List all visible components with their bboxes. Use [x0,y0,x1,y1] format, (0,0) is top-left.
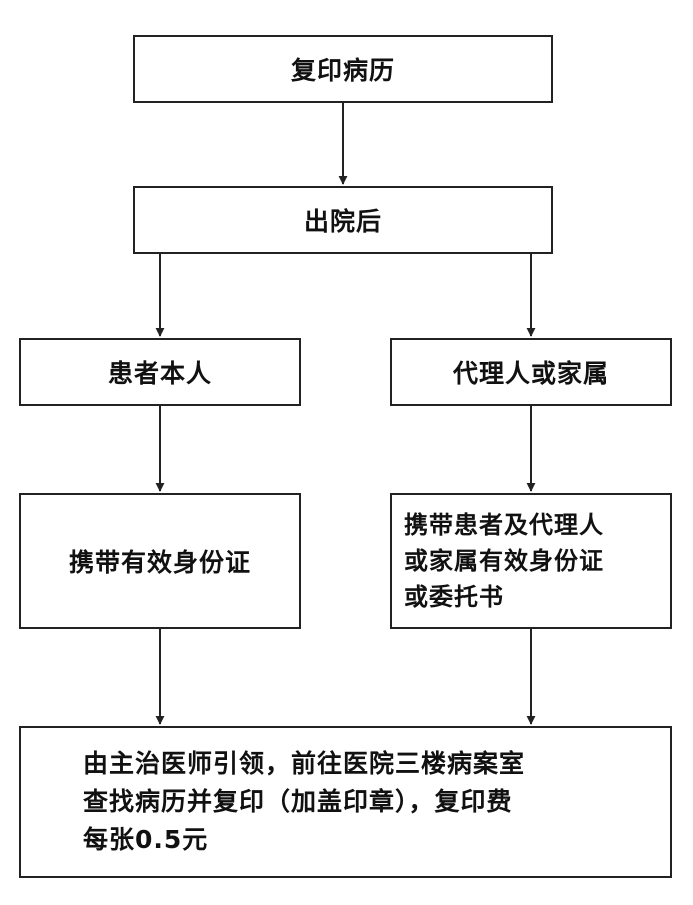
node-copy-record-label: 复印病历 [290,56,395,85]
node-after-discharge: 出院后 [133,186,553,254]
node-patient-id-label: 携带有效身份证 [68,548,251,577]
node-agent-or-family-label: 代理人或家属 [452,359,609,388]
node-patient-self-label: 患者本人 [107,359,212,388]
node-agent-id: 携带患者及代理人 或家属有效身份证 或委托书 [390,493,672,629]
node-patient-id: 携带有效身份证 [19,493,301,629]
node-patient-self: 患者本人 [19,338,301,406]
node-copy-record: 复印病历 [133,35,553,103]
node-final-step: 由主治医师引领，前往医院三楼病案室 查找病历并复印（加盖印章），复印费 每张0.… [19,726,672,878]
node-agent-or-family: 代理人或家属 [390,338,672,406]
node-agent-id-label: 携带患者及代理人 或家属有效身份证 或委托书 [404,511,604,611]
node-after-discharge-label: 出院后 [303,207,382,236]
node-final-step-label: 由主治医师引领，前往医院三楼病案室 查找病历并复印（加盖印章），复印费 每张0.… [83,749,526,854]
